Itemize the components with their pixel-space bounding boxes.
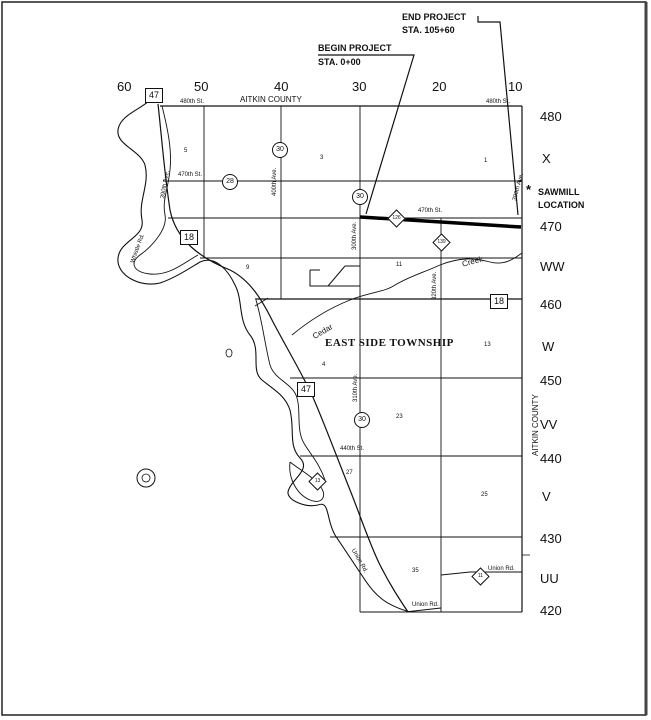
shoreline-bay <box>255 299 326 481</box>
section-4: 4 <box>322 362 326 368</box>
section-23: 23 <box>396 414 403 420</box>
section-13: 13 <box>484 342 491 348</box>
road-470th-east: 470th St. <box>418 208 443 214</box>
road-union-south: Union Rd. <box>412 602 439 608</box>
route-18-shield-east: 18 <box>490 294 508 309</box>
grid-label-60: 60 <box>117 79 132 94</box>
project-road <box>359 215 522 229</box>
section-35: 35 <box>412 568 419 574</box>
county-label-east: AITKIN COUNTY <box>531 394 540 456</box>
end-project-leader <box>477 16 519 216</box>
union-road <box>440 571 522 576</box>
road-470th-west: 470th St. <box>178 172 203 178</box>
grid-label-460: 460 <box>540 297 562 312</box>
route-47-shield-north: 47 <box>145 88 163 103</box>
route-marker-c-text: 11 <box>477 573 484 579</box>
grid-label-20: 20 <box>432 79 447 94</box>
sawmill-label: SAWMILL <box>538 187 580 197</box>
begin-project-label: BEGIN PROJECT <box>318 43 392 53</box>
grid-label-430: 430 <box>540 531 562 546</box>
section-27: 27 <box>346 470 353 476</box>
route-30-shield-mid: 30 <box>352 189 368 205</box>
south-road <box>404 607 442 613</box>
route-marker-b-text: 139 <box>437 239 446 245</box>
township-label: EAST SIDE TOWNSHIP <box>325 337 454 349</box>
grid-label-uu: UU <box>540 571 559 586</box>
begin-project-station: STA. 0+00 <box>318 57 361 67</box>
grid-label-x: X <box>542 151 551 166</box>
grid-label-450: 450 <box>540 373 562 388</box>
road-480th-east: 480th St. <box>486 99 511 105</box>
road-400th: 400th Ave. <box>272 167 278 196</box>
grid-label-ww: WW <box>540 259 565 274</box>
route-28-shield: 28 <box>222 174 238 190</box>
pond-inner <box>141 473 151 483</box>
grid-label-30: 30 <box>352 79 367 94</box>
grid-label-470: 470 <box>540 219 562 234</box>
section-lines-h <box>163 180 522 613</box>
grid-label-v: V <box>542 489 551 504</box>
grid-label-40: 40 <box>274 79 289 94</box>
county-label-top: AITKIN COUNTY <box>240 95 302 104</box>
section-1: 1 <box>484 158 488 164</box>
route-30-shield-south: 30 <box>354 412 370 428</box>
road-480th-west: 480th St. <box>180 99 205 105</box>
section-11: 11 <box>396 262 403 268</box>
sawmill-marker: * <box>526 182 532 197</box>
grid-label-420: 420 <box>540 603 562 618</box>
shoreline-west <box>117 99 411 613</box>
section-25: 25 <box>481 492 488 498</box>
site-feature-a <box>309 270 360 287</box>
grid-label-10: 10 <box>508 79 523 94</box>
route-18-shield-west: 18 <box>180 230 198 245</box>
bay-loop <box>289 461 324 502</box>
route-marker-a-text: 126 <box>392 215 401 221</box>
section-3: 3 <box>320 155 324 161</box>
highway-47 <box>157 103 409 613</box>
location-label: LOCATION <box>538 200 585 210</box>
route-marker-d-text: 13 <box>314 478 321 484</box>
road-union-east: Union Rd. <box>488 566 515 572</box>
route-30-shield-north: 30 <box>272 142 288 158</box>
grid-label-vv: VV <box>540 417 558 432</box>
road-310th: 310th Ave. <box>353 373 359 402</box>
pond-outer <box>136 468 156 488</box>
road-300th-north: 300th Ave. <box>352 221 358 250</box>
section-5: 5 <box>184 148 188 154</box>
grid-label-w: W <box>542 339 555 354</box>
road-ave-east: 320th Ave. <box>432 271 438 300</box>
end-project-station: STA. 105+60 <box>402 25 455 35</box>
route-47-shield-south: 47 <box>297 382 315 397</box>
shoreline-inner <box>133 105 199 275</box>
end-project-label: END PROJECT <box>402 12 467 22</box>
begin-project-leader <box>318 54 415 215</box>
grid-label-480: 480 <box>540 109 562 124</box>
road-440th: 440th St. <box>340 446 365 452</box>
cedar-creek <box>291 252 523 336</box>
section-lines-v <box>203 106 442 612</box>
islet <box>225 348 233 358</box>
section-9: 9 <box>246 265 250 271</box>
grid-label-50: 50 <box>194 79 209 94</box>
grid-label-440: 440 <box>540 451 562 466</box>
